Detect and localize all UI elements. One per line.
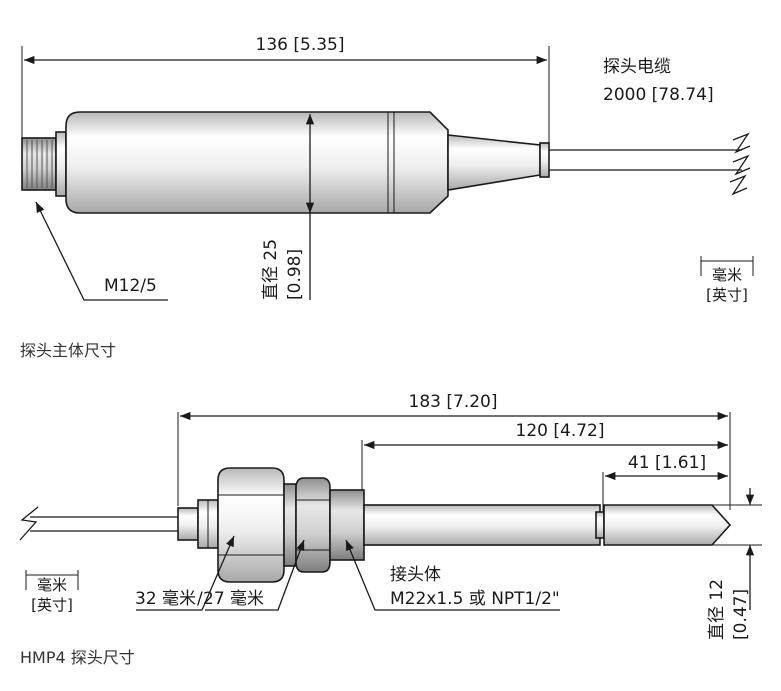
tip-length-label: 41 [1.61]	[628, 453, 706, 473]
hmp4-drawing: 183 [7.20] 120 [4.72] 41 [1.61]	[19, 392, 762, 667]
probe-joint	[595, 511, 605, 539]
nut-27mm	[295, 477, 331, 573]
cable-break-bottom	[732, 154, 751, 176]
fitting-body	[329, 489, 365, 561]
hmp4-cable-break	[19, 506, 39, 541]
unit-in-label: [英寸]	[706, 286, 748, 304]
connector-label: M12/5	[104, 276, 157, 296]
total-length-label: 183 [7.20]	[409, 392, 498, 412]
m12-connector	[21, 137, 57, 191]
nut-32mm	[217, 467, 285, 583]
nut27-label: 27 毫米	[203, 589, 264, 609]
probe-body-caption: 探头主体尺寸	[20, 341, 116, 360]
hmp4-diameter-label-1: 直径 12	[707, 579, 727, 640]
cable-strain-relief	[447, 134, 541, 191]
length-dimension-label: 136 [5.35]	[256, 35, 345, 55]
cable-gland-small	[177, 507, 199, 541]
probe-length-label: 120 [4.72]	[516, 421, 605, 441]
connector-collar	[55, 131, 67, 197]
connector-leader-line	[35, 201, 168, 301]
cable-gland	[539, 142, 550, 178]
cable-break-top	[732, 132, 751, 154]
cable-break-lower	[729, 174, 748, 196]
fitting-leader-line	[345, 539, 560, 611]
cable-title: 探头电缆	[603, 57, 671, 77]
fitting-thread: M22x1.5 或 NPT1/2"	[390, 589, 560, 609]
hmp4-caption: HMP4 探头尺寸	[20, 648, 135, 667]
unit-mm-label: 毫米	[712, 266, 742, 284]
hmp4-unit-mm-label: 毫米	[37, 576, 67, 594]
cable-length: 2000 [78.74]	[603, 85, 714, 105]
diameter-label-2: [0.98]	[285, 249, 305, 300]
nut32-label: 32 毫米	[135, 589, 196, 609]
probe-tip	[603, 504, 732, 546]
nut27-leader-line	[205, 539, 305, 611]
probe-body-cylinder	[65, 111, 449, 214]
probe-tube	[363, 504, 601, 546]
hmp4-unit-in-label: [英寸]	[31, 596, 73, 614]
nut-washer	[283, 483, 297, 567]
nut32-leader-line	[136, 535, 235, 611]
fitting-title: 接头体	[390, 565, 441, 585]
diameter-label-1: 直径 25	[261, 239, 281, 300]
probe-body-drawing: 136 [5.35] 探头电缆 2000 [78.74] 直径 25 [0.98…	[20, 35, 754, 360]
hmp4-diameter-label-2: [0.47]	[731, 589, 751, 640]
svg-text:/: /	[197, 589, 203, 609]
